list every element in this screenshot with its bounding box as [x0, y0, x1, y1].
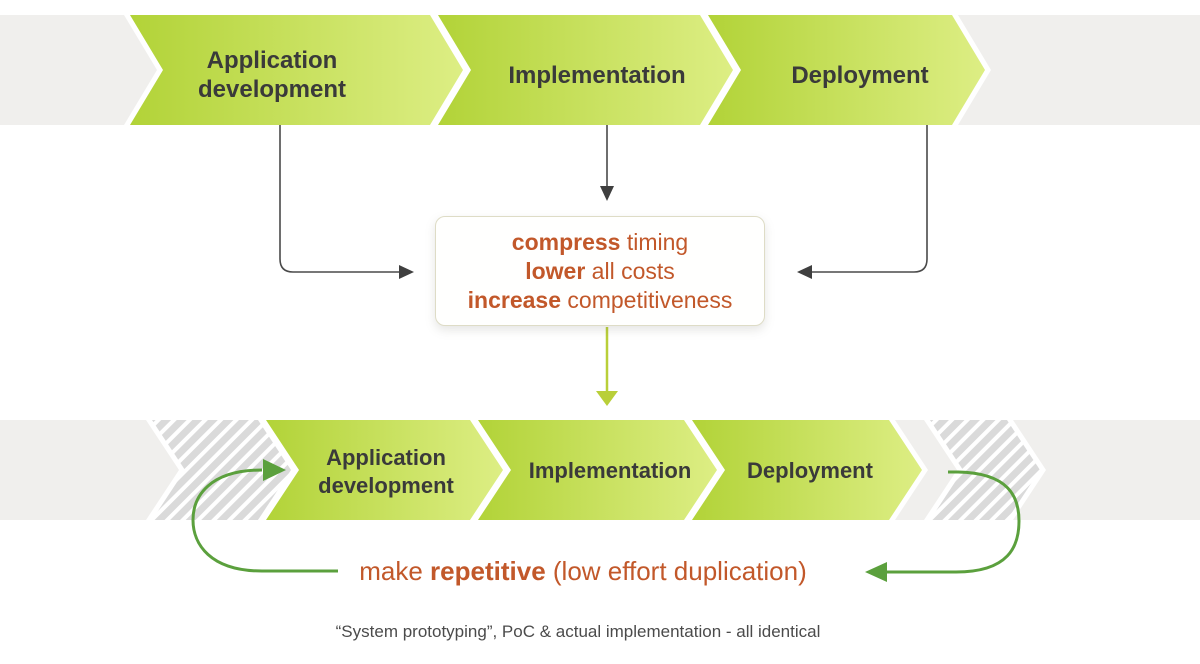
top-chevron-implementation — [438, 15, 733, 125]
loop-right — [886, 470, 1021, 574]
connector-right — [812, 125, 928, 273]
loop-right-arrowhead-icon — [865, 562, 887, 582]
top-chevron-deployment — [708, 15, 985, 125]
connector-left-arrowhead-icon — [399, 265, 414, 279]
bottom-chevron-deployment — [692, 420, 922, 520]
bottom-chevron-application-development — [266, 420, 503, 520]
top-chevron-application-development — [130, 15, 463, 125]
loop-left-arrowhead-icon — [263, 459, 286, 481]
connector-left — [279, 125, 399, 273]
connector-right-arrowhead-icon — [797, 265, 812, 279]
bottom-chevron-implementation — [478, 420, 717, 520]
light-green-arrowhead-icon — [596, 391, 618, 406]
hatched-chevron-left — [152, 420, 291, 520]
loop-left — [191, 468, 338, 573]
connector-middle-arrowhead-icon — [600, 186, 614, 201]
